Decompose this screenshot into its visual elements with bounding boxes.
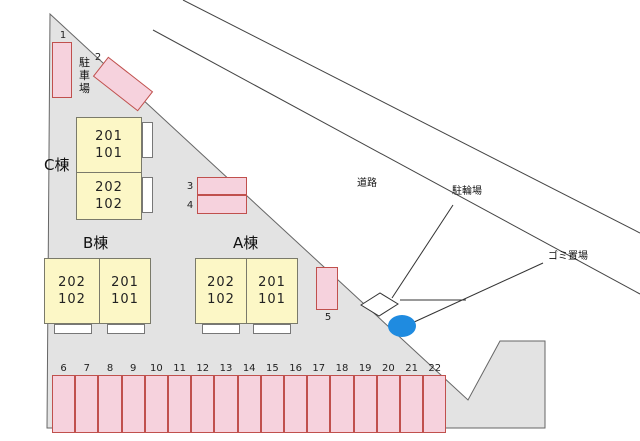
unit-number: 101 — [111, 292, 139, 307]
parking-number-12: 12 — [196, 363, 210, 374]
unit-number: 102 — [207, 292, 235, 307]
unit-number: 201 — [111, 275, 139, 290]
building-c-balcony — [142, 177, 153, 213]
parking-number-16: 16 — [289, 363, 302, 374]
unit-number: 201 — [95, 129, 123, 144]
parking-space-6 — [52, 375, 76, 433]
unit-number: 202 — [95, 180, 123, 195]
parking-space-2 — [92, 56, 154, 112]
bicycle-pointer-line — [391, 204, 454, 299]
parking-number-4: 4 — [186, 200, 194, 211]
parking-space-3 — [197, 177, 247, 195]
parking-number-3: 3 — [186, 181, 194, 192]
trash-area-label: ゴミ置場 — [548, 251, 588, 262]
parking-number-9: 9 — [130, 363, 137, 374]
parking-lot-label: 駐車場 — [79, 56, 90, 95]
parking-number-19: 19 — [358, 363, 372, 374]
parking-space-11 — [168, 375, 192, 433]
parking-number-6: 6 — [60, 363, 67, 374]
road-edge-upper — [182, 0, 640, 234]
building-a-balcony — [202, 324, 240, 334]
building-b-balcony — [107, 324, 145, 334]
bicycle-parking-label: 駐輪場 — [452, 186, 482, 197]
parking-space-22 — [423, 375, 447, 433]
road-label: 道路 — [357, 178, 377, 189]
parking-number-21: 21 — [405, 363, 418, 374]
building-c-balcony — [142, 122, 153, 158]
unit-number: 202 — [58, 275, 86, 290]
unit-number: 102 — [95, 197, 123, 212]
parking-number-20: 20 — [382, 363, 395, 374]
unit-number: 101 — [95, 146, 123, 161]
building-b-balcony — [54, 324, 92, 334]
parking-number-1: 1 — [59, 30, 67, 41]
unit-number: 102 — [58, 292, 86, 307]
parking-number-10: 10 — [150, 363, 163, 374]
parking-space-4 — [197, 195, 247, 214]
parking-space-9 — [121, 375, 145, 433]
parking-space-12 — [191, 375, 215, 433]
trash-area-marker — [388, 315, 416, 337]
parking-number-14: 14 — [242, 363, 256, 374]
parking-space-8 — [98, 375, 122, 433]
building-c-label: C棟 — [44, 156, 70, 174]
road-edge-lower — [152, 29, 640, 295]
parking-space-20 — [376, 375, 400, 433]
building-a-unit-left: 202 102 — [195, 258, 247, 324]
parking-space-21 — [400, 375, 424, 433]
parking-space-17 — [307, 375, 331, 433]
parking-number-13: 13 — [219, 363, 233, 374]
unit-number: 201 — [258, 275, 286, 290]
parking-number-11: 11 — [173, 363, 186, 374]
parking-number-15: 15 — [266, 363, 279, 374]
trash-pointer-line — [411, 262, 544, 324]
parking-space-19 — [353, 375, 377, 433]
parking-number-7: 7 — [83, 363, 90, 374]
parking-space-14 — [237, 375, 261, 433]
unit-number: 101 — [258, 292, 286, 307]
parking-space-5 — [316, 267, 338, 310]
building-b-label: B棟 — [83, 234, 109, 252]
parking-number-8: 8 — [106, 363, 114, 374]
parking-number-5: 5 — [324, 312, 332, 323]
building-a-label: A棟 — [233, 234, 259, 252]
parking-space-16 — [284, 375, 308, 433]
parking-number-22: 22 — [428, 363, 442, 374]
parking-number-18: 18 — [335, 363, 349, 374]
parking-number-2: 2 — [94, 52, 102, 63]
parking-space-13 — [214, 375, 238, 433]
building-c-unit-upper: 201 101 — [76, 117, 142, 173]
building-c-unit-lower: 202 102 — [76, 172, 142, 220]
building-b-unit-right: 201 101 — [99, 258, 151, 324]
bicycle-parking-area — [360, 292, 399, 317]
building-b-unit-left: 202 102 — [44, 258, 100, 324]
parking-space-15 — [260, 375, 284, 433]
parking-number-17: 17 — [312, 363, 326, 374]
parking-space-18 — [330, 375, 354, 433]
parking-space-7 — [75, 375, 99, 433]
building-a-unit-right: 201 101 — [246, 258, 298, 324]
parking-space-10 — [144, 375, 168, 433]
lot-area — [46, 12, 546, 429]
building-a-balcony — [253, 324, 291, 334]
unit-number: 202 — [207, 275, 235, 290]
parking-space-1 — [52, 42, 72, 98]
